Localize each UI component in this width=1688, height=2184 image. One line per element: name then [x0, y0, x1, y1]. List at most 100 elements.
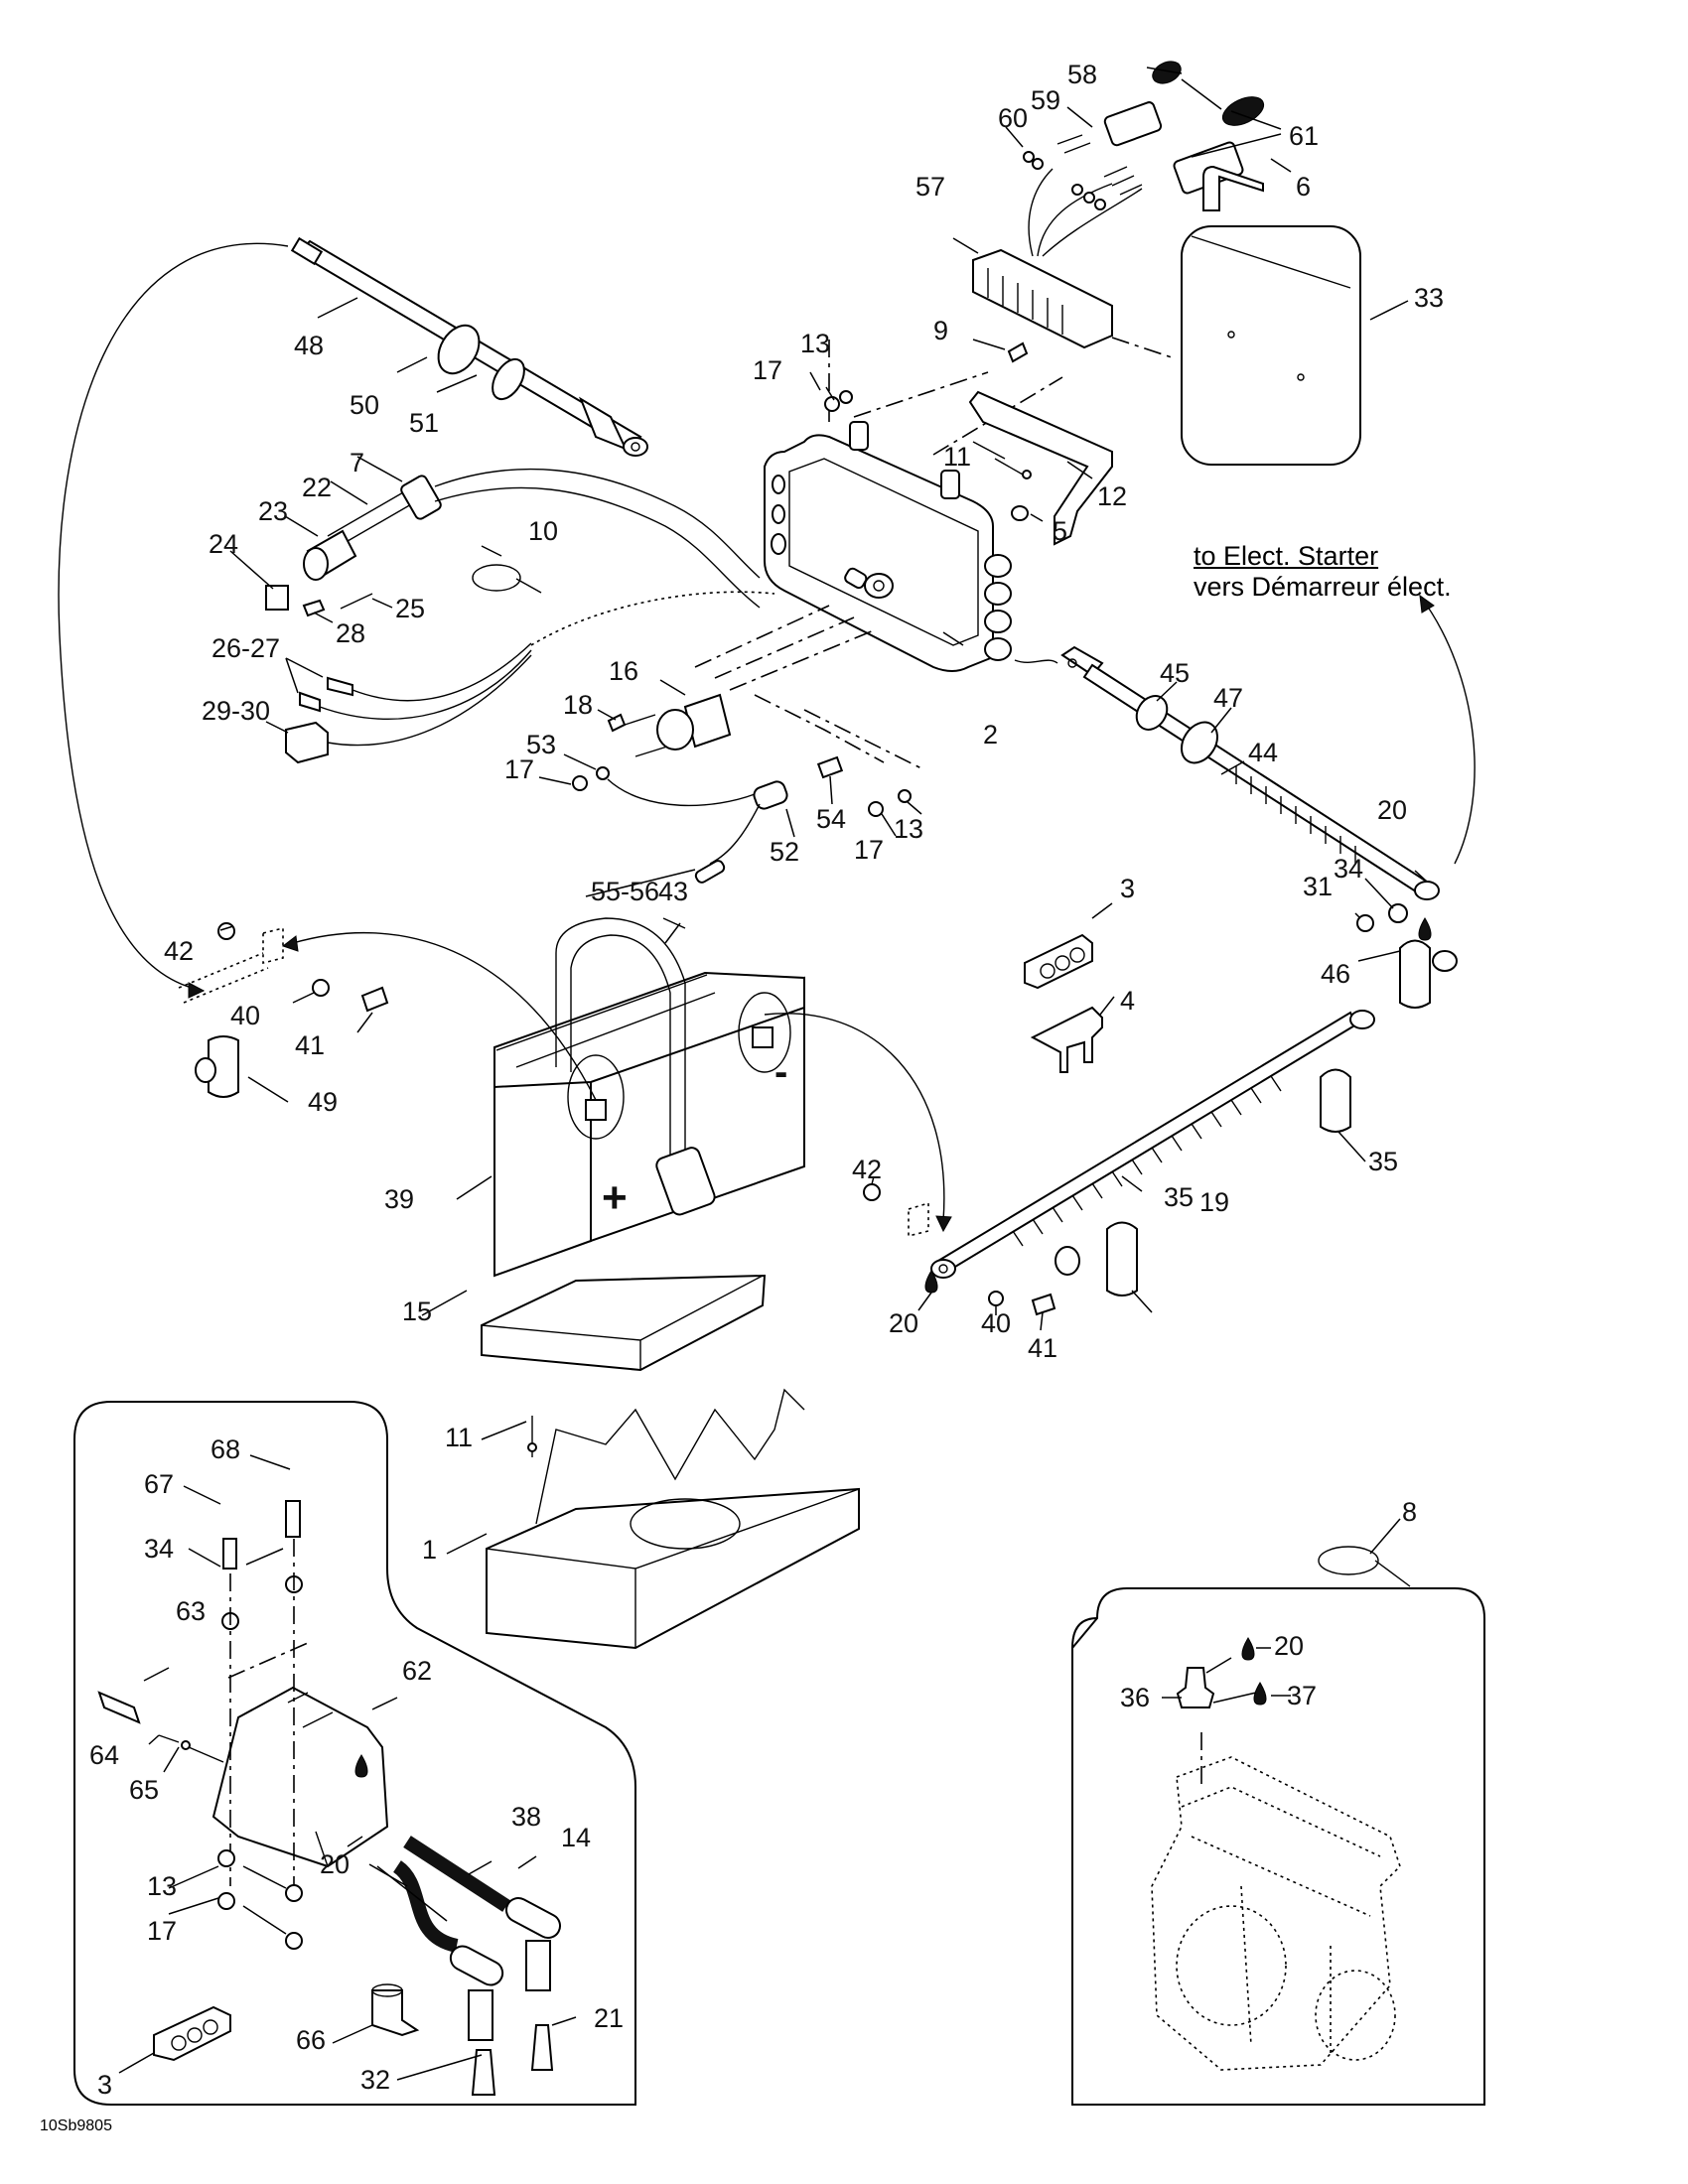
callout-8: 8 — [1402, 1497, 1418, 1527]
callout-50: 50 — [350, 390, 380, 420]
callout-35-lower: 35 — [1164, 1182, 1195, 1212]
grommet-5 — [1011, 505, 1029, 521]
terminal-route-arrow-left — [292, 931, 597, 1101]
connector-63 — [97, 1691, 141, 1724]
callout-6: 6 — [1296, 172, 1312, 202]
callout-54: 54 — [816, 804, 847, 834]
callout-65: 65 — [129, 1775, 160, 1805]
callout-53: 53 — [526, 730, 557, 759]
callout-59: 59 — [1031, 85, 1061, 115]
callout-3-inset: 3 — [97, 2070, 113, 2100]
nut-17-right — [868, 801, 884, 817]
callout-38: 38 — [511, 1802, 542, 1832]
callout-35-upper: 35 — [1368, 1147, 1399, 1176]
spark-plug-cap-14 — [504, 1897, 562, 1939]
washer-13-inset-b — [285, 1884, 303, 1902]
callout-68: 68 — [211, 1434, 241, 1464]
battery-cable-48 — [290, 236, 648, 457]
cable-tie-8 — [1318, 1546, 1379, 1575]
callout-11-lower: 11 — [445, 1423, 474, 1452]
callout-4: 4 — [1120, 986, 1136, 1016]
spark-plug-21 — [530, 2024, 554, 2071]
callout-36: 36 — [1120, 1683, 1151, 1712]
battery-strap-43 — [555, 917, 686, 1166]
cable-route-arrow-right — [1419, 595, 1476, 865]
bolt-41-left — [360, 986, 389, 1013]
callout-52: 52 — [770, 837, 800, 867]
solenoid-16 — [615, 693, 732, 757]
pin-25 — [340, 593, 373, 610]
pin-28 — [302, 599, 326, 617]
bracket-12 — [968, 390, 1113, 546]
bolt-41-right — [1031, 1293, 1056, 1316]
nut-17-inset-b — [285, 1932, 303, 1950]
callout-17-inset: 17 — [147, 1916, 178, 1946]
callout-3-right: 3 — [1120, 874, 1136, 903]
callout-66: 66 — [296, 2025, 327, 2055]
callout-63: 63 — [176, 1596, 207, 1626]
ignition-inset-frame — [73, 1401, 636, 2106]
callout-37: 37 — [1287, 1681, 1318, 1710]
harness-22 — [303, 468, 761, 609]
callout-47: 47 — [1213, 683, 1244, 713]
callout-42-right: 42 — [852, 1155, 883, 1184]
boot-35-upper — [1320, 1068, 1351, 1133]
callout-20-battery: 20 — [889, 1308, 919, 1338]
nut-42-left — [217, 922, 235, 940]
connector-29-30 — [285, 721, 329, 764]
callout-28: 28 — [336, 618, 366, 648]
fuse-holder-52 — [753, 780, 788, 810]
clamp-3-inset — [153, 2005, 231, 2062]
electrical-box-2 — [764, 421, 1012, 672]
terminal-64 — [158, 1734, 180, 1743]
callout-32: 32 — [360, 2065, 391, 2095]
battery-pad-15 — [481, 1274, 767, 1372]
connectors-58-61 — [1023, 61, 1265, 210]
callout-23: 23 — [258, 496, 289, 526]
callout-57: 57 — [915, 172, 946, 202]
fuse-54 — [816, 755, 844, 779]
callout-44: 44 — [1248, 738, 1279, 767]
callout-39: 39 — [384, 1184, 415, 1214]
ring-terminal-53 — [596, 766, 610, 780]
clip-6 — [1202, 165, 1264, 211]
oil-drop-icon — [1253, 1682, 1267, 1706]
terminal-route-arrow-right — [764, 1013, 945, 1222]
callout-58: 58 — [1067, 60, 1098, 89]
nut-17-left — [572, 775, 588, 791]
engine-inset-frame — [1071, 1587, 1485, 2106]
callout-2: 2 — [983, 720, 999, 750]
boot-46 — [1399, 939, 1431, 1009]
nut-17-top — [824, 396, 840, 412]
oil-drop-icon — [354, 1754, 368, 1778]
callout-16: 16 — [609, 656, 639, 686]
callout-21: 21 — [594, 2003, 625, 2033]
battery-cable-19 — [930, 1010, 1375, 1279]
callout-25: 25 — [395, 594, 426, 623]
starter-cable-44 — [1014, 645, 1440, 900]
starter-note: to Elect. Starter vers Démarreur élect. — [1194, 541, 1452, 603]
callout-14: 14 — [561, 1823, 592, 1852]
callout-11-top: 11 — [943, 442, 972, 472]
engine — [1151, 1756, 1401, 2071]
seal-65 — [181, 1740, 191, 1750]
callout-34-inset: 34 — [144, 1534, 175, 1564]
cover-33 — [1181, 225, 1361, 466]
callout-45: 45 — [1160, 658, 1191, 688]
callout-9: 9 — [933, 316, 949, 345]
cable-route-arrow-left — [58, 242, 289, 992]
starter-note-fr: vers Démarreur élect. — [1194, 572, 1452, 603]
callout-13-right: 13 — [894, 814, 924, 844]
fuse-55-56 — [694, 860, 726, 884]
washer-34 — [1388, 903, 1408, 923]
callout-61: 61 — [1289, 121, 1320, 151]
callout-20-cable: 20 — [1377, 795, 1408, 825]
callout-55-56: 55-56 — [591, 877, 660, 906]
callout-62: 62 — [402, 1656, 433, 1686]
callout-46: 46 — [1321, 959, 1351, 989]
callout-12: 12 — [1097, 481, 1128, 511]
callout-1: 1 — [422, 1535, 438, 1565]
callout-26-27: 26-27 — [211, 633, 281, 663]
temperature-sensor-36 — [1176, 1667, 1215, 1708]
